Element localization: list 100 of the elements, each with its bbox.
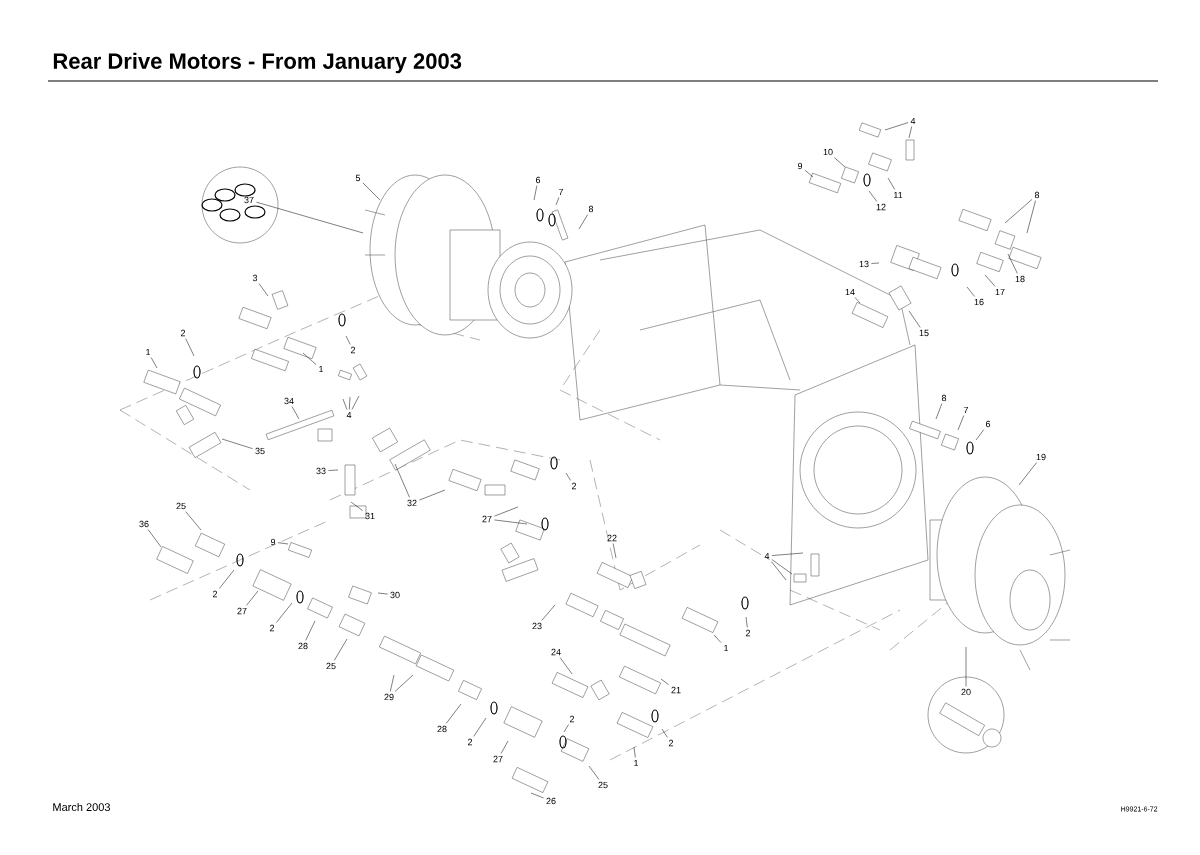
leader-line	[291, 406, 300, 420]
callout-number: 2	[212, 590, 218, 598]
leader-line	[884, 122, 909, 131]
leader-line	[966, 286, 975, 297]
leader-line	[334, 638, 348, 661]
leader-line	[633, 746, 636, 758]
callout-number: 1	[319, 365, 324, 373]
callout-number: 28	[437, 725, 447, 733]
leader-line	[771, 561, 787, 581]
callout-number: 12	[876, 203, 886, 211]
leader-line	[305, 620, 316, 641]
leader-line	[984, 274, 996, 287]
callout-number: 1	[724, 644, 729, 652]
callout-number: 30	[390, 591, 400, 599]
leader-line	[500, 740, 509, 754]
callout-number: 2	[467, 738, 473, 746]
callout-number: 26	[546, 797, 556, 805]
leader-line	[256, 201, 364, 234]
leader-line	[559, 657, 573, 675]
callout-number: 28	[298, 642, 308, 650]
leader-line	[871, 262, 880, 264]
leader-line	[277, 542, 289, 545]
leader-line	[494, 506, 519, 517]
callout-number: 27	[482, 515, 492, 523]
leader-line	[565, 472, 571, 481]
callout-number: 23	[532, 622, 542, 630]
callout-number: 8	[1034, 191, 1040, 199]
callout-number: 27	[237, 607, 247, 615]
callout-number: 2	[745, 629, 751, 637]
leader-line	[533, 185, 538, 201]
leader-line	[349, 396, 351, 410]
leader-line	[530, 792, 544, 799]
leader-line	[1026, 200, 1036, 234]
callout-number: 27	[493, 755, 503, 763]
callout-number: 2	[571, 482, 577, 490]
leader-line	[834, 157, 846, 168]
callout-number: 14	[845, 288, 855, 296]
callout-number: 35	[255, 447, 265, 455]
leader-line	[908, 126, 912, 139]
title: Rear Drive Motors - From January 2003	[53, 52, 462, 74]
leader-line	[713, 634, 722, 643]
leader-line	[150, 357, 158, 369]
leader-line	[185, 511, 202, 531]
callout-number: 15	[919, 329, 929, 337]
callout-number: 7	[558, 188, 564, 196]
leader-line	[446, 703, 462, 724]
leader-line	[394, 463, 410, 498]
callout-number: 31	[365, 512, 375, 520]
leader-line	[246, 590, 259, 606]
callout-number: 1	[634, 759, 639, 767]
leader-line	[328, 469, 339, 471]
callout-number: 6	[535, 176, 541, 184]
callout-number: 10	[823, 148, 833, 156]
callout-number: 2	[668, 739, 674, 747]
callout-number: 16	[974, 298, 984, 306]
leader-line	[219, 569, 235, 589]
callout-number: 9	[797, 162, 803, 170]
callout-number: 2	[269, 624, 275, 632]
callout-number: 29	[384, 693, 394, 701]
callout-number: 4	[910, 117, 916, 125]
leader-line	[661, 728, 668, 738]
leader-line	[221, 438, 253, 449]
callout-number: 5	[355, 174, 361, 182]
callout-number: 22	[607, 534, 617, 542]
note: March 2003	[53, 802, 110, 811]
callout-number: 18	[1015, 275, 1025, 283]
leader-line	[588, 765, 600, 780]
leader-line	[541, 604, 556, 621]
callout-number: 7	[963, 406, 969, 414]
leader-line	[1018, 462, 1037, 486]
leader-line	[563, 724, 569, 733]
leader-line	[612, 543, 617, 559]
callout-number: 25	[176, 502, 186, 510]
callout-number: 8	[588, 205, 594, 213]
callout-number: 2	[350, 346, 356, 354]
callout-number: 32	[407, 499, 417, 507]
callout-number: 24	[551, 648, 561, 656]
leader-line	[302, 352, 317, 365]
leader-line	[887, 177, 896, 190]
callout-number: 2	[569, 715, 575, 723]
leader-line	[745, 616, 748, 628]
callout-number: 25	[326, 662, 336, 670]
leader-line	[147, 529, 162, 548]
leader-line	[771, 552, 804, 556]
leader-line	[578, 214, 588, 230]
leader-line	[965, 646, 967, 687]
callout-number: 25	[598, 781, 608, 789]
leader-line	[473, 717, 487, 737]
leader-line	[377, 592, 388, 595]
leader-line	[957, 415, 965, 431]
leader-line	[555, 197, 560, 206]
leader-line	[660, 678, 669, 685]
leader-line	[1004, 199, 1033, 224]
callout-number: 6	[985, 420, 991, 428]
leader-line	[351, 395, 360, 410]
callout-number: 37	[244, 196, 254, 204]
callout-number: 1	[146, 348, 151, 356]
leader-line	[771, 559, 793, 575]
callout-number: 13	[859, 260, 869, 268]
callout-number: 34	[284, 397, 294, 405]
